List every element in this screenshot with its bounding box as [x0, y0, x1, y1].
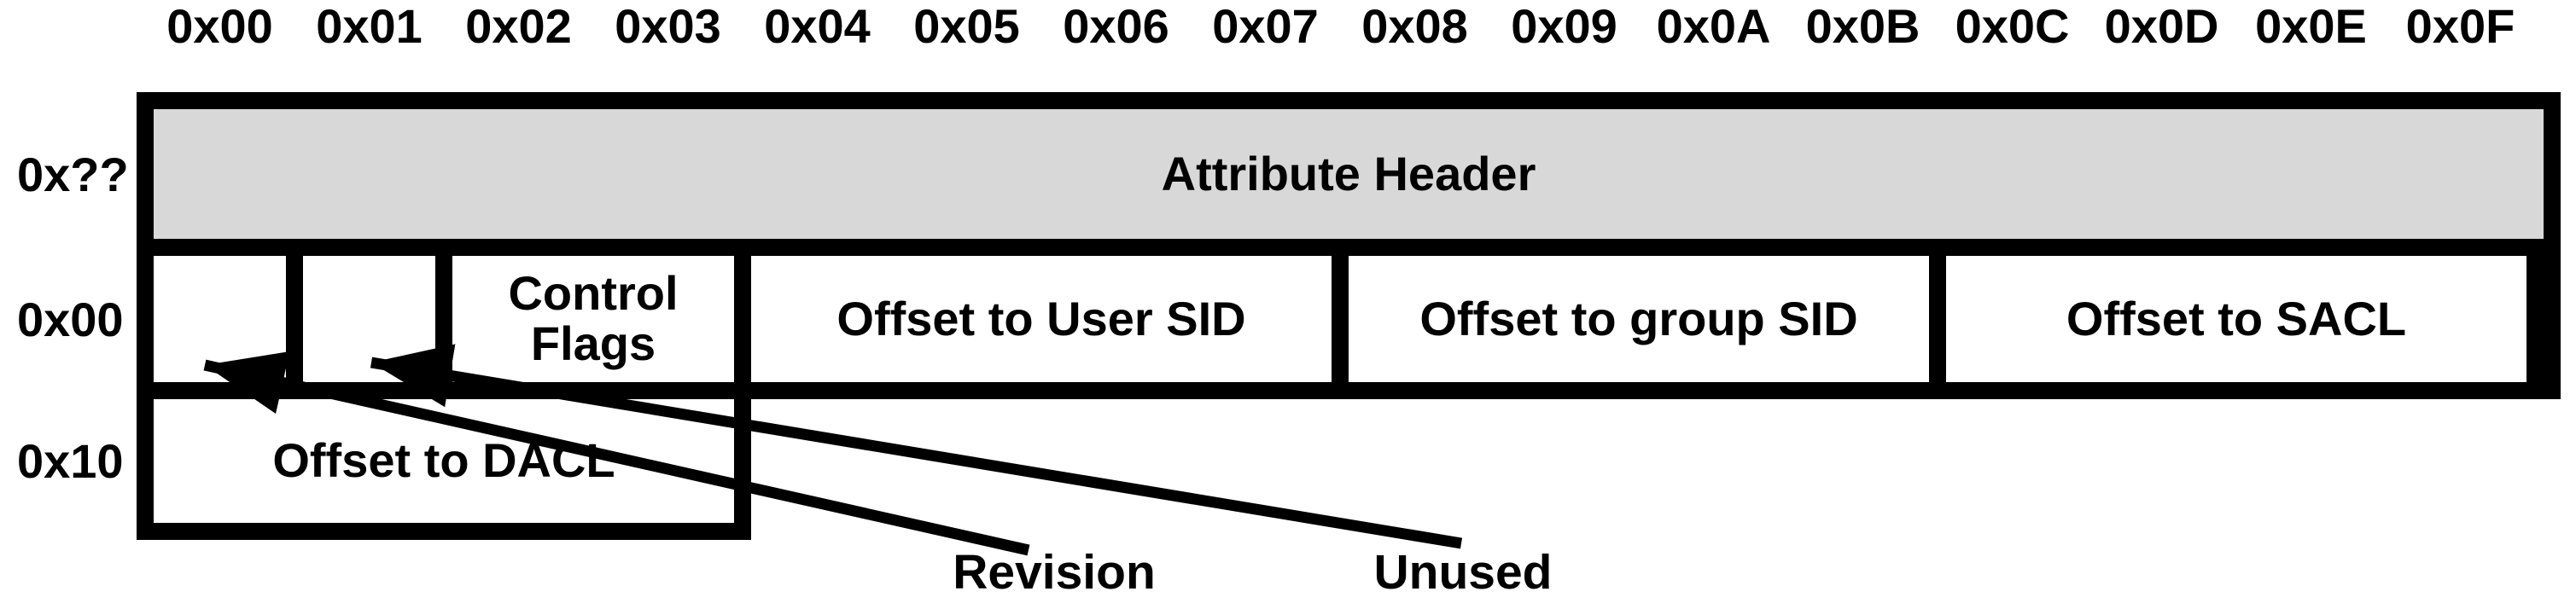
annotation-label-revision: Revision [953, 545, 1156, 600]
col-header-0x03: 0x03 [615, 0, 721, 53]
column-header-row: 0x00 0x01 0x02 0x03 0x04 0x05 0x06 0x07 … [145, 2, 2535, 51]
row-label-0x10: 0x10 [17, 434, 124, 488]
col-header-0x0E: 0x0E [2255, 0, 2367, 53]
cell-control-flags: Control Flags [452, 256, 734, 382]
col-header-0x0B: 0x0B [1805, 0, 1920, 53]
col-header-0x09: 0x09 [1511, 0, 1617, 53]
cell-offset-sacl: Offset to SACL [1946, 256, 2526, 382]
col-header-0x04: 0x04 [764, 0, 871, 53]
col-header-0x01: 0x01 [316, 0, 423, 53]
cell-offset-group-sid: Offset to group SID [1349, 256, 1929, 382]
col-header-0x00: 0x00 [166, 0, 273, 53]
cell-offset-dacl: Offset to DACL [154, 399, 734, 523]
col-header-0x08: 0x08 [1361, 0, 1468, 53]
cell-offset-user-sid: Offset to User SID [751, 256, 1332, 382]
annotation-label-unused: Unused [1373, 545, 1553, 600]
cell-attribute-header: Attribute Header [154, 109, 2544, 239]
col-header-0x0C: 0x0C [1955, 0, 2070, 53]
col-header-0x0F: 0x0F [2405, 0, 2515, 53]
cell-byte-revision [154, 256, 286, 382]
col-header-0x02: 0x02 [465, 0, 572, 53]
col-header-0x05: 0x05 [913, 0, 1020, 53]
col-header-0x0A: 0x0A [1656, 0, 1771, 53]
cell-byte-unused [303, 256, 435, 382]
row-label-attribute-header: 0x?? [17, 147, 129, 201]
col-header-0x0D: 0x0D [2104, 0, 2219, 53]
col-header-0x07: 0x07 [1212, 0, 1319, 53]
col-header-0x06: 0x06 [1063, 0, 1169, 53]
row-label-0x00: 0x00 [17, 292, 124, 346]
